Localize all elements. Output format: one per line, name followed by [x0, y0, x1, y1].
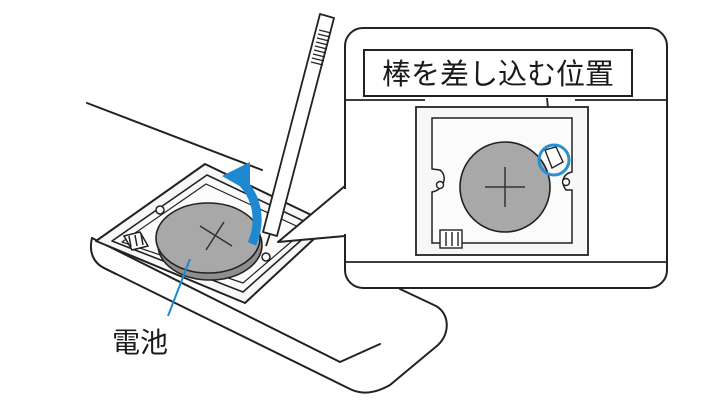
insertion-highlight-ring	[537, 143, 571, 177]
callout-title-box	[363, 49, 633, 97]
battery-label: 電池	[112, 326, 168, 359]
remote-side-face	[91, 237, 381, 363]
screw-hole-left	[155, 205, 165, 215]
closeup-screw-left	[435, 180, 445, 190]
plus-sign	[199, 221, 233, 251]
battery-leader	[167, 258, 191, 317]
callout-title: 棒を差し込む位置	[382, 57, 614, 91]
screw-hole-right	[261, 252, 271, 262]
closeup-plus-sign	[485, 167, 525, 207]
battery-face	[155, 202, 261, 274]
stick	[262, 13, 335, 247]
insertion-point	[537, 143, 571, 177]
curved-arrow-up-icon	[222, 162, 262, 246]
battery	[155, 202, 263, 281]
callout-panel: 棒を差し込む位置	[277, 27, 668, 289]
closeup-screw-right	[561, 177, 571, 187]
closeup-latch	[439, 229, 463, 249]
remote-outline	[89, 237, 448, 394]
stick-grip	[310, 29, 332, 66]
remote-top-edge	[86, 102, 263, 171]
latch	[122, 231, 150, 251]
remote-control	[86, 102, 448, 394]
